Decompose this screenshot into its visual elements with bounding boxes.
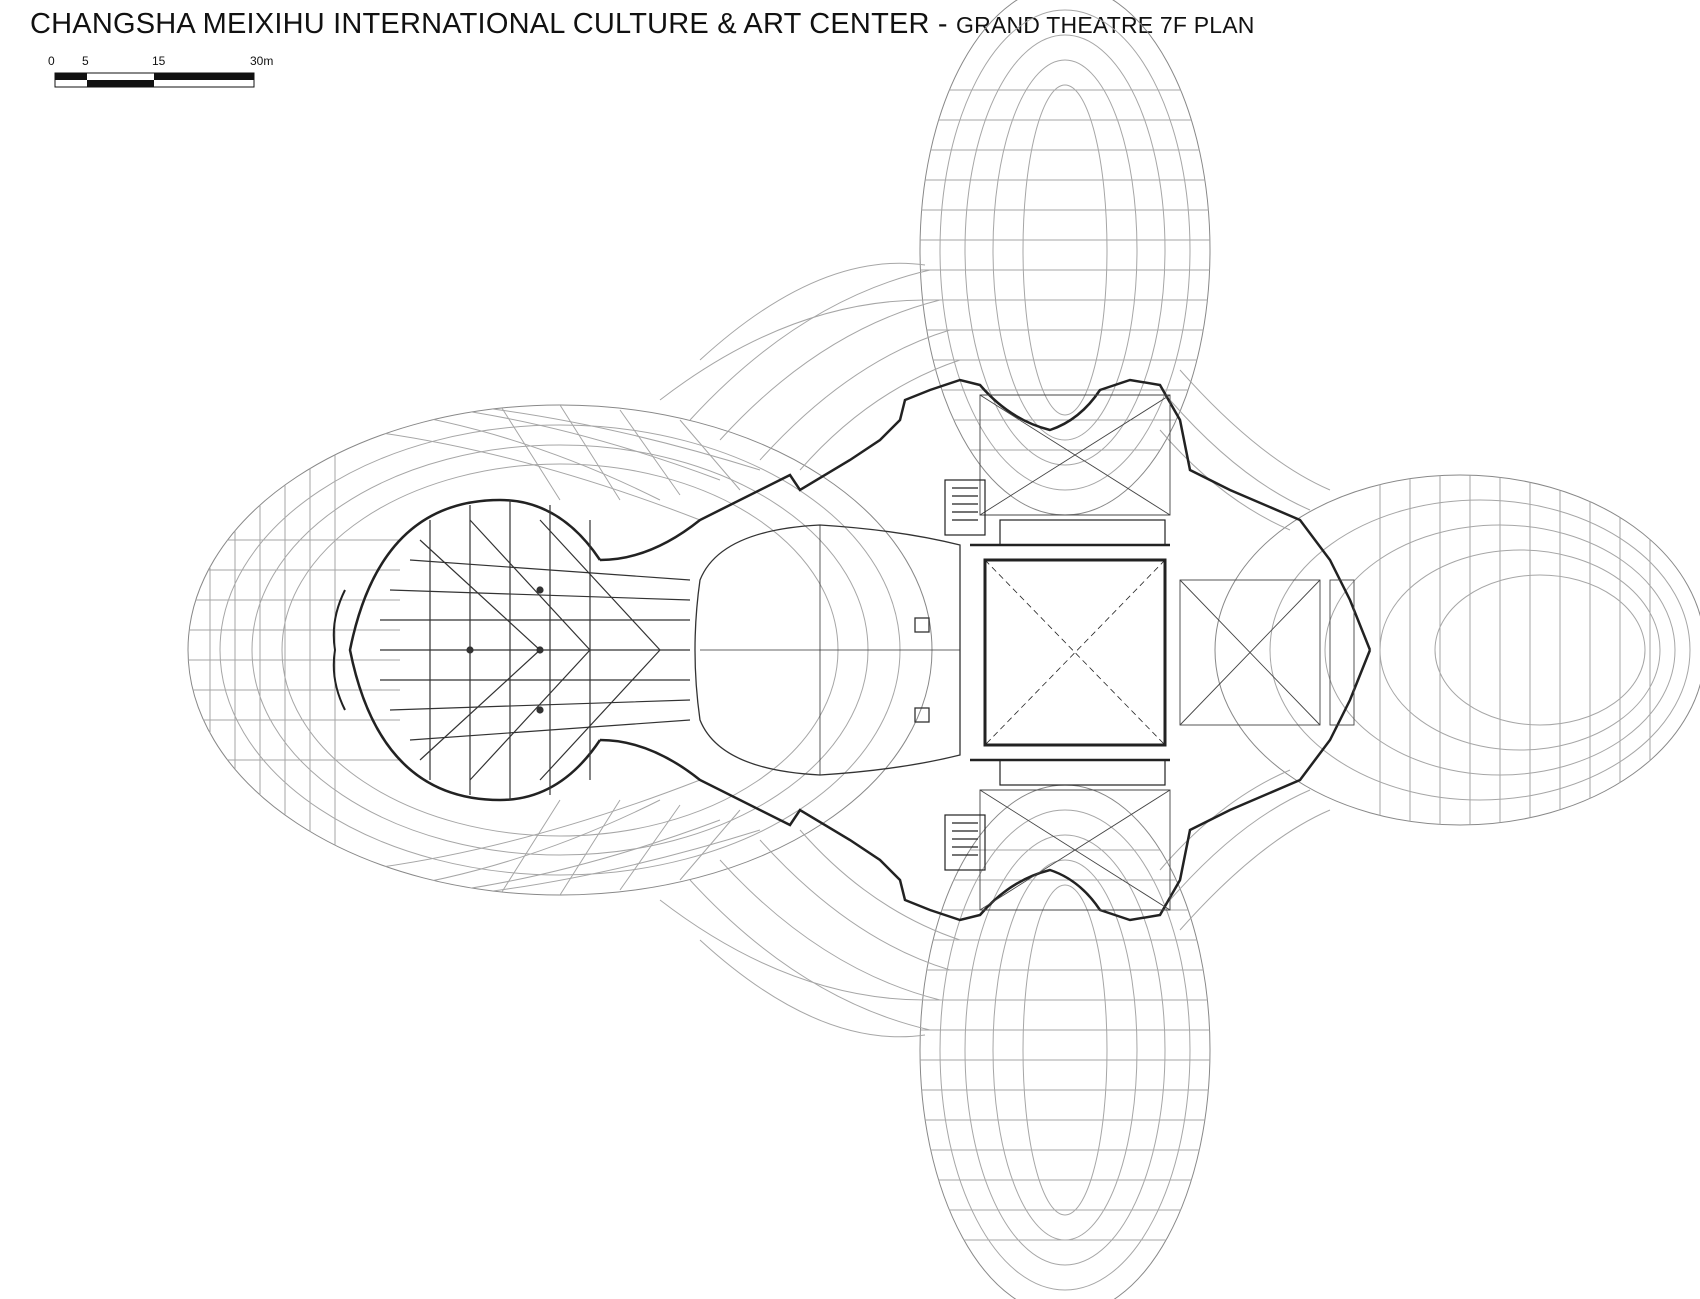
upper-facade-edge [599, 378, 1372, 651]
scale-bar-graphic [54, 72, 255, 88]
drawing-title-main: CHANGSHA MEIXIHU INTERNATIONAL CULTURE &… [30, 8, 930, 40]
stage-tower [970, 519, 1170, 786]
left-shell-lobe [187, 404, 933, 896]
backstage-zones [979, 394, 1355, 911]
shell-transition-surfaces [659, 262, 1331, 1038]
scale-tick-0: 0 [48, 54, 55, 68]
foyer-structure [380, 500, 691, 800]
scale-tick-15: 15 [152, 54, 166, 68]
scale-tick-30: 30m [250, 54, 274, 68]
auditorium [694, 524, 961, 776]
scale-tick-5: 5 [82, 54, 89, 68]
title-separator: - [929, 8, 957, 40]
right-shell-lobe [1214, 474, 1700, 826]
foyer-oval-wall [348, 498, 602, 802]
drawing-title: CHANGSHA MEIXIHU INTERNATIONAL CULTURE &… [30, 8, 1255, 41]
drawing-title-sub: GRAND THEATRE 7F PLAN [956, 12, 1255, 38]
stair-cores [944, 479, 986, 871]
